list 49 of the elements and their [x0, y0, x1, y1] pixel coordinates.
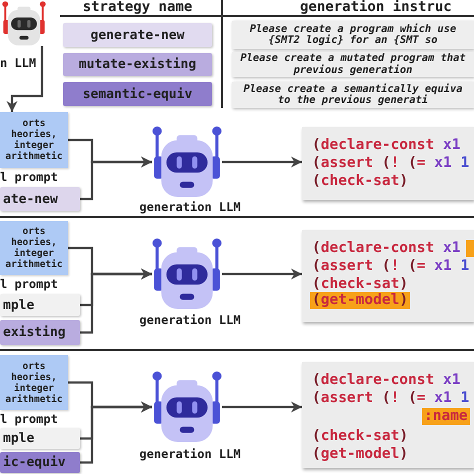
arrow: [80, 402, 152, 464]
code-line: (check-sat): [312, 173, 408, 190]
robot-icon: [152, 126, 222, 198]
robot-icon: [152, 238, 222, 310]
prompt-chip: mple: [0, 428, 80, 449]
code-panel: [302, 230, 474, 322]
arrow: [80, 268, 152, 334]
prompt-chip: mple: [0, 294, 80, 316]
arrow: [222, 156, 302, 168]
highlighted-code: (get-model): [310, 292, 410, 309]
strategy-chip: semantic-equiv: [63, 82, 212, 106]
code-line: (declare-const x1: [312, 372, 460, 389]
code-line: (declare-const x1: [312, 137, 460, 154]
instruction-card: Please create a mutated program that previous generation: [232, 52, 474, 77]
node-label: l prompt: [0, 412, 59, 427]
node-label: l prompt: [0, 277, 59, 292]
arrow: [6, 46, 44, 112]
instruction-card: Please create a program which use {SMT2 logic} for an {SMT so: [232, 21, 474, 49]
highlighted-code: :name: [422, 408, 470, 425]
prompt-chip: existing: [0, 320, 80, 345]
code-panel: [302, 362, 474, 468]
code-line: (check-sat): [312, 428, 408, 445]
column-header: strategy name: [82, 0, 194, 15]
highlight-patch: [466, 240, 474, 257]
prompt-card: orts heories, integer arithmetic: [0, 112, 68, 168]
prompt-chip: ate-new: [0, 187, 80, 211]
strategy-chip: mutate-existing: [63, 53, 212, 76]
arrow: [222, 268, 302, 280]
instruction-card: Please create a semantically equiva to the previous generati: [232, 82, 474, 108]
code-line: (get-model): [312, 446, 408, 463]
prompt-card: orts heories, integer arithmetic: [0, 355, 68, 410]
node-label: l prompt: [0, 170, 59, 185]
prompt-chip: ic-equiv: [0, 452, 80, 473]
code-line: (assert (! (= x1 1: [312, 258, 470, 275]
code-line: (assert (! (= x1 1: [312, 390, 470, 407]
node-label: generation LLM: [138, 200, 242, 215]
code-line: (assert (! (= x1 1: [312, 155, 470, 172]
code-line: (check-sat): [312, 276, 408, 293]
arrow: [80, 156, 152, 200]
arrow: [222, 402, 302, 412]
robot-icon: [152, 371, 222, 443]
robot-icon: [2, 1, 46, 46]
prompt-card: orts heories, integer arithmetic: [0, 221, 68, 275]
node-label: generation LLM: [138, 447, 242, 462]
node-label: n LLM: [0, 56, 38, 71]
strategy-chip: generate-new: [63, 23, 212, 47]
node-label: generation LLM: [138, 313, 242, 328]
code-panel: [302, 127, 474, 200]
code-line: (declare-const x1: [312, 240, 460, 257]
